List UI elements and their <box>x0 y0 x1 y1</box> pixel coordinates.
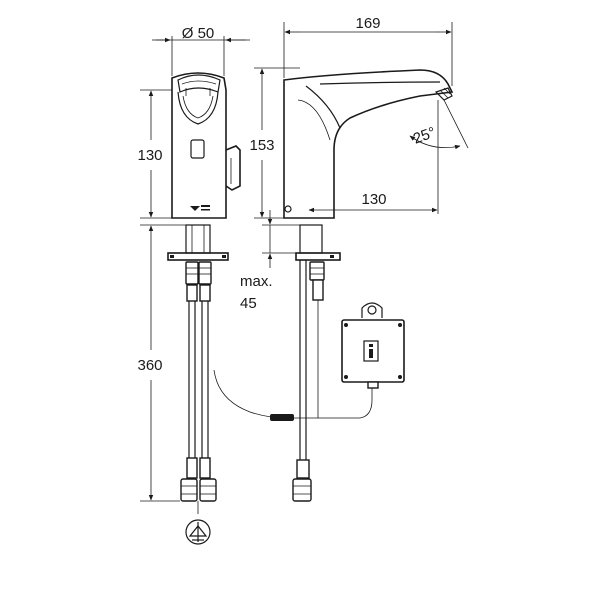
dimension-side-height: 153 <box>249 67 300 219</box>
dimension-max-value: 45 <box>240 295 257 312</box>
dimension-diameter-label: Ø 50 <box>182 25 215 42</box>
dimension-side-height-label: 153 <box>249 137 274 154</box>
dimension-total-width: 169 <box>283 15 453 86</box>
dimension-diameter: Ø 50 <box>152 25 250 76</box>
front-view: Ø 50 130 360 <box>137 25 250 545</box>
side-mounting-shank <box>292 224 341 502</box>
side-view: 169 153 130 25° <box>213 15 469 502</box>
dimension-spout-reach-label: 130 <box>361 191 386 208</box>
dimension-angle: 25° <box>409 99 469 150</box>
dimension-body-height: 130 <box>137 89 172 219</box>
front-supply-hoses <box>180 301 217 514</box>
side-faucet-body <box>283 69 454 219</box>
sensor-cable <box>213 300 373 421</box>
info-icon <box>363 340 379 362</box>
dimension-total-width-label: 169 <box>355 15 380 32</box>
dimension-max-thickness: max. 45 <box>240 210 300 312</box>
control-box <box>341 302 405 389</box>
dimension-hose-length-label: 360 <box>137 357 162 374</box>
dimension-spout-reach: 130 <box>308 100 439 214</box>
thermostatic-valve-icon <box>185 519 211 545</box>
dimension-max-label: max. <box>240 273 273 290</box>
front-faucet-body <box>171 72 241 219</box>
dimension-body-height-label: 130 <box>137 147 162 164</box>
dimension-angle-label: 25° <box>411 124 438 148</box>
dimension-hose-length: 360 <box>137 224 186 502</box>
front-mounting-shank <box>167 224 229 302</box>
